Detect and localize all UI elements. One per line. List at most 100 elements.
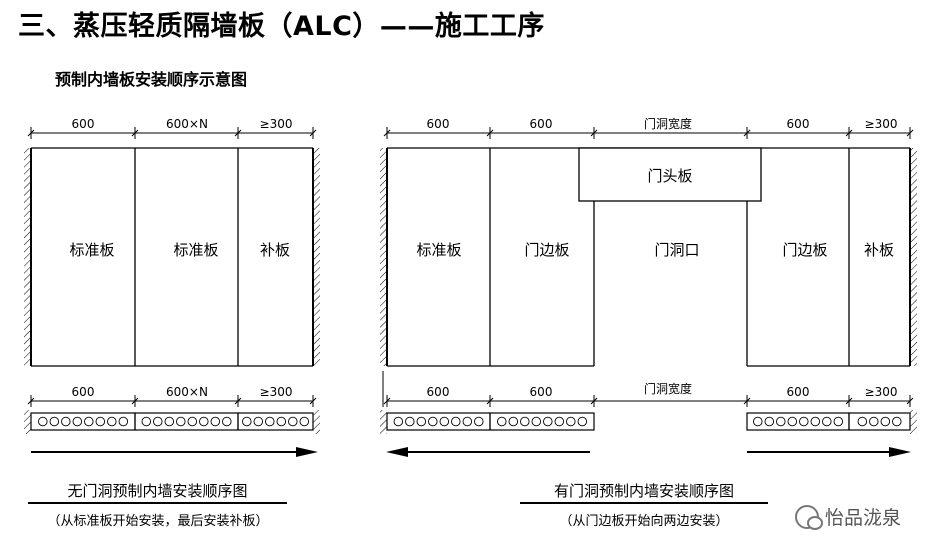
panel-core xyxy=(776,416,786,427)
right-bottom-dimension xyxy=(382,371,914,407)
left-plan-cores xyxy=(38,416,310,427)
watermark-text: 怡品泷泉 xyxy=(825,507,902,529)
panel-core xyxy=(439,416,450,427)
right-plan-wall-left xyxy=(380,410,387,434)
right-top-dim-5: ≥300 xyxy=(865,117,898,131)
right-top-dim-2: 600 xyxy=(530,117,553,131)
panel-core xyxy=(393,416,404,427)
left-plan-strip xyxy=(30,412,314,431)
panel-core xyxy=(497,416,507,427)
right-top-dimension xyxy=(383,127,914,139)
panel-core xyxy=(288,416,298,427)
panel-core xyxy=(107,416,117,427)
panel-core xyxy=(61,416,71,427)
panel-core xyxy=(531,416,542,427)
panel-core xyxy=(833,416,844,427)
right-bottom-dim-1: 600 xyxy=(427,385,450,399)
left-top-dimension xyxy=(27,127,317,139)
right-lintel-label: 门头板 xyxy=(647,167,692,185)
panel-core xyxy=(405,416,415,427)
right-plan-cores xyxy=(393,416,902,427)
panel-core xyxy=(164,416,175,427)
panel-core xyxy=(222,416,232,427)
panel-core xyxy=(577,416,588,427)
right-plan-wall-right xyxy=(910,410,917,434)
right-panel-standard: 标准板 xyxy=(416,241,461,259)
panel-core xyxy=(84,416,94,427)
left-bottom-dim-3: ≥300 xyxy=(260,385,293,399)
panel-core xyxy=(880,416,891,427)
right-diagram: 600 600 门洞宽度 600 ≥300 门头板 标准板 门边板 门洞口 门边… xyxy=(380,116,917,457)
page-title: 三、蒸压轻质隔墙板（ALC）——施工工序 xyxy=(18,11,545,42)
panel-core xyxy=(141,416,152,427)
panel-core xyxy=(508,416,519,427)
right-top-dim-3: 门洞宽度 xyxy=(644,116,692,131)
left-wall-hatch-left xyxy=(24,148,31,366)
panel-core xyxy=(810,416,821,427)
left-panel-filler: 补板 xyxy=(260,241,290,259)
panel-core xyxy=(265,416,275,427)
panel-core xyxy=(474,416,484,427)
panel-core xyxy=(892,416,902,427)
panel-core xyxy=(242,416,252,427)
left-top-dim-1: 600 xyxy=(72,117,95,131)
left-direction-arrow xyxy=(31,447,318,457)
panel-core xyxy=(299,416,310,427)
watermark: 怡品泷泉 xyxy=(795,503,901,530)
left-diagram: 600 600×N ≥300 标准板 标准板 补板 6 xyxy=(24,117,320,457)
left-top-dim-2: 600×N xyxy=(166,117,208,131)
left-bottom-dim-2: 600×N xyxy=(166,385,208,399)
right-caption-note: （从门边板开始向两边安装） xyxy=(559,514,729,529)
right-lintel-panel xyxy=(578,147,762,202)
panel-core xyxy=(520,416,530,427)
right-caption: 有门洞预制内墙安装顺序图 xyxy=(553,482,734,500)
right-top-dim-1: 600 xyxy=(427,117,450,131)
panel-core xyxy=(869,416,879,427)
left-bottom-dimension xyxy=(27,395,317,407)
left-bottom-dim-1: 600 xyxy=(72,385,95,399)
panel-core xyxy=(764,416,775,427)
panel-core xyxy=(428,416,438,427)
right-bottom-dim-3: 门洞宽度 xyxy=(644,381,692,396)
panel-core xyxy=(187,416,198,427)
panel-core xyxy=(176,416,186,427)
left-top-dim-3: ≥300 xyxy=(260,117,293,131)
right-panel-door-side-right: 门边板 xyxy=(782,241,827,259)
panel-core xyxy=(253,416,264,427)
panel-core xyxy=(787,416,798,427)
panel-core xyxy=(118,416,129,427)
panel-core xyxy=(38,416,48,427)
right-panel-filler: 补板 xyxy=(864,241,894,259)
right-top-dim-4: 600 xyxy=(787,117,810,131)
panel-core xyxy=(199,416,209,427)
wechat-icon xyxy=(795,504,823,530)
panel-core xyxy=(72,416,83,427)
panel-core xyxy=(276,416,287,427)
panel-core xyxy=(416,416,427,427)
right-bottom-dim-2: 600 xyxy=(530,385,553,399)
right-plan-strip xyxy=(386,412,911,431)
panel-core xyxy=(153,416,163,427)
left-plan-wall-left xyxy=(24,410,31,434)
left-caption-note: （从标准板开始安装，最后安装补板） xyxy=(47,514,269,529)
panel-core xyxy=(462,416,473,427)
panel-core xyxy=(210,416,221,427)
right-direction-arrow-left xyxy=(386,447,590,457)
right-wall-hatch-left xyxy=(380,148,387,366)
panel-core xyxy=(822,416,832,427)
left-panel-standard-2: 标准板 xyxy=(173,241,218,259)
panel-core xyxy=(543,416,553,427)
panel-core xyxy=(857,416,868,427)
right-bottom-dim-5: ≥300 xyxy=(865,385,898,399)
left-plan-wall-right xyxy=(313,410,320,434)
panel-core xyxy=(566,416,576,427)
panel-core xyxy=(451,416,461,427)
panel-core xyxy=(554,416,565,427)
right-door-opening: 门洞口 xyxy=(654,241,699,259)
right-direction-arrow-right xyxy=(747,447,911,457)
left-caption: 无门洞预制内墙安装顺序图 xyxy=(67,482,248,500)
left-panel-standard-1: 标准板 xyxy=(69,241,114,259)
right-panel-door-side-left: 门边板 xyxy=(524,241,569,259)
panel-core xyxy=(799,416,809,427)
